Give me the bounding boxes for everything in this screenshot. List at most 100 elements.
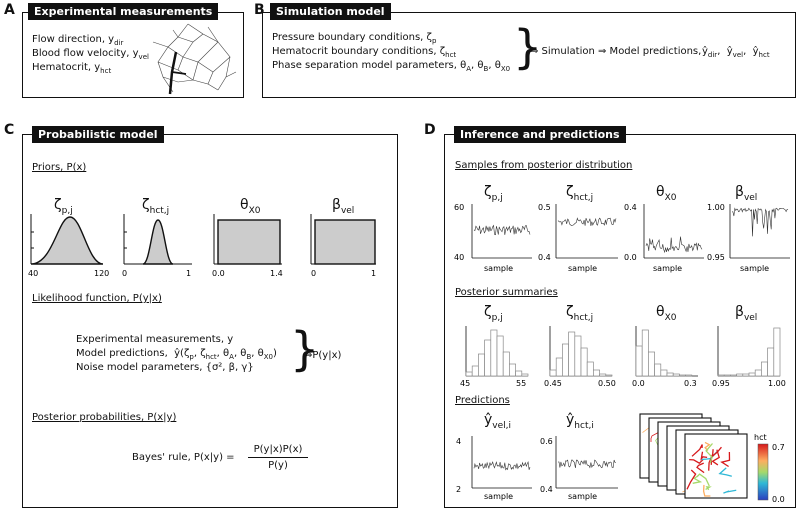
hist-zeta-p-bar [509, 364, 515, 376]
likelihood-label: Likelihood function, P(y|x) [32, 293, 162, 304]
trace-zeta-p [474, 226, 530, 235]
hist-tick: 0.95 [712, 379, 730, 388]
pred-vel-trace [474, 462, 530, 470]
hist-beta-vel-bar [768, 348, 774, 376]
likelihood-line-2: Model predictions, ŷ(ζp, ζhct, θA, θB, θ… [76, 348, 277, 363]
hist-beta-vel-bar [730, 375, 736, 376]
pred-ytick: 2 [456, 485, 461, 494]
hematocrit-bc-label: Hematocrit boundary conditions, ζhct [272, 46, 456, 61]
hct-colorbar [758, 444, 768, 500]
hist-theta-x0-bar [673, 374, 679, 376]
pred-xlabel: sample [568, 492, 597, 501]
hist-zeta-hct-bar [550, 370, 556, 376]
phase-separation-label: Phase separation model parameters, θA, θ… [272, 60, 510, 75]
posterior-label: Posterior probabilities, P(x|y) [32, 412, 176, 423]
panel-a-title: Experimental measurements [28, 3, 218, 20]
summaries-label: Posterior summaries [455, 287, 558, 298]
hist-zeta-hct-bar [569, 332, 575, 376]
pred-ytick: 0.4 [540, 485, 553, 494]
trace-xlabel: sample [653, 264, 682, 273]
colorbar-label: hct [754, 433, 767, 442]
pred-xlabel: sample [484, 492, 513, 501]
prior-tick: 0 [122, 269, 127, 278]
pred-hct-label: ŷhct,i [566, 412, 594, 431]
trace-xlabel: sample [740, 264, 769, 273]
hist-zeta-hct-bar [606, 375, 612, 376]
hist-zeta-hct-bar [562, 344, 568, 376]
trace-ytick: 0.4 [624, 203, 637, 212]
hist-beta-vel-bar [737, 374, 743, 376]
bayes-rule-prefix: Bayes' rule, P(x|y) = [132, 452, 235, 464]
model-predictions-symbols: ŷdir, ŷvel, ŷhct [702, 46, 770, 61]
hist-beta-vel-bar [718, 375, 724, 376]
hist-zeta-p-bar [485, 340, 491, 376]
prior-tick: 0.0 [212, 269, 225, 278]
prior-tick: 40 [28, 269, 38, 278]
summary-zeta-hct-label: ζhct,j [566, 304, 593, 323]
hist-theta-x0-bar [648, 352, 654, 376]
hist-zeta-hct-bar [556, 358, 562, 376]
prior-zeta-p-plot [31, 214, 103, 264]
hist-zeta-p-bar [478, 354, 484, 376]
flow-direction-label: Flow direction, ydir [32, 34, 123, 49]
prior-tick: 1 [371, 269, 376, 278]
pressure-bc-label: Pressure boundary conditions, ζp [272, 32, 436, 47]
panel-a-letter: A [4, 2, 15, 18]
pred-ytick: 4 [456, 437, 461, 446]
summary-theta-x0-label: θX0 [656, 304, 676, 323]
predicted-networks-stack: hct 0.7 0.0 [636, 412, 796, 504]
hist-zeta-p-bar [503, 352, 509, 376]
predictions-label: Predictions [455, 395, 510, 406]
panel-d-letter: D [424, 122, 436, 138]
hist-theta-x0-bar [636, 346, 642, 376]
hist-tick: 0.50 [598, 379, 616, 388]
pred-ytick: 0.6 [540, 437, 553, 446]
priors-label: Priors, P(x) [32, 162, 86, 173]
likelihood-line-1: Experimental measurements, y [76, 334, 233, 346]
panel-b-title: Simulation model [270, 3, 391, 20]
trace-ytick: 0.0 [624, 253, 637, 262]
summary-zeta-p-label: ζp,j [484, 304, 503, 323]
panel-c-letter: C [4, 122, 14, 138]
brace-c: } [290, 324, 319, 374]
hist-theta-x0-bar [642, 330, 648, 376]
trace-ytick: 40 [454, 253, 464, 262]
hist-tick: 0.45 [544, 379, 562, 388]
prior-zeta-hct-plot [124, 214, 192, 264]
hist-zeta-p-bar [497, 336, 503, 376]
trace-ytick: 0.95 [707, 253, 725, 262]
posterior-trace-plots: 60 40 0.5 0.4 0.4 0.0 1.00 0.95 sample s… [452, 200, 792, 276]
prior-tick: 120 [94, 269, 109, 278]
panel-d-title: Inference and predictions [454, 126, 626, 143]
trace-beta-vel [732, 208, 788, 236]
velocity-label: Blood flow velocity, yvel [32, 48, 149, 63]
hist-tick: 0.0 [632, 379, 645, 388]
hist-zeta-p-bar [472, 366, 478, 376]
summary-beta-vel-label: βvel [735, 304, 757, 323]
hist-theta-x0-bar [667, 373, 673, 376]
hist-theta-x0-bar [686, 375, 692, 376]
samples-label: Samples from posterior distribution [455, 160, 632, 171]
trace-zeta-hct [558, 218, 616, 226]
hist-beta-vel-bar [724, 375, 730, 376]
hist-zeta-hct-bar [587, 362, 593, 376]
hist-tick: 1.00 [768, 379, 786, 388]
prior-plots: 40 120 0 1 0.0 1.4 0 1 [28, 212, 388, 282]
likelihood-line-3: Noise model parameters, {σ², β, γ} [76, 362, 254, 374]
colorbar-tick: 0.7 [772, 443, 785, 452]
colorbar-tick: 0.0 [772, 495, 785, 504]
hist-zeta-p-bar [522, 374, 528, 376]
bayes-numerator: P(y|x)P(x) [248, 444, 308, 456]
panel-c-title: Probabilistic model [32, 126, 164, 143]
hist-theta-x0-bar [655, 364, 661, 376]
hist-beta-vel-bar [755, 370, 761, 376]
prior-tick: 1.4 [270, 269, 283, 278]
hist-beta-vel-bar [749, 373, 755, 376]
trace-xlabel: sample [568, 264, 597, 273]
prior-tick: 0 [311, 269, 316, 278]
hist-zeta-p-bar [491, 330, 497, 376]
hist-beta-vel-bar [743, 374, 749, 376]
pred-hct-trace [558, 460, 616, 468]
simulation-flow-text: ⇒ Simulation ⇒ Model predictions, [530, 46, 701, 58]
prior-beta-vel-plot [311, 214, 376, 264]
